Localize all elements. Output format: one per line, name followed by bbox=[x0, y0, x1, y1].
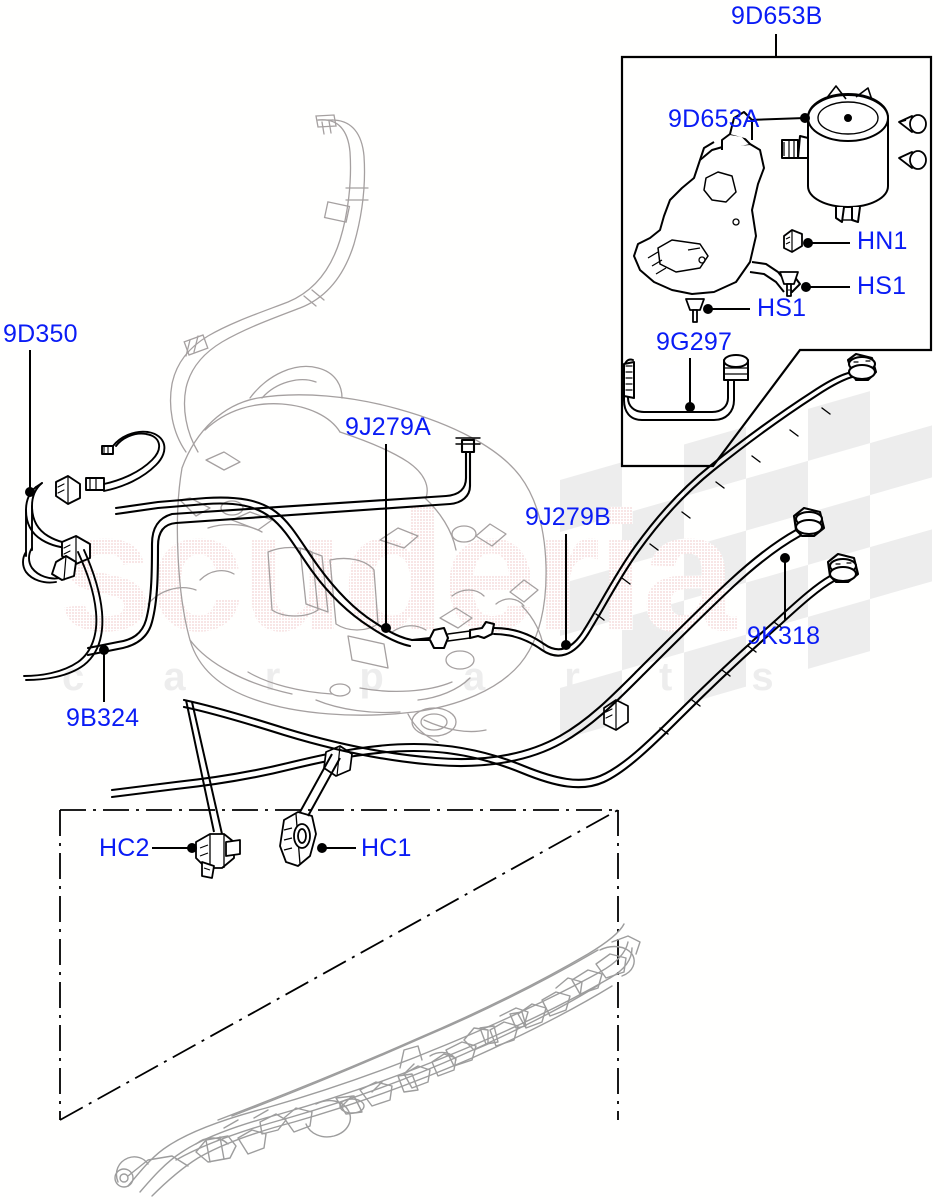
nut-HN1 bbox=[783, 229, 803, 253]
callout-9D653A: 9D653A bbox=[668, 105, 760, 133]
tube-9B324 bbox=[86, 437, 481, 657]
filter-bolts bbox=[898, 114, 927, 170]
watermark-carparts: c a r p a r t s bbox=[62, 655, 808, 699]
callout-9D653B: 9D653B bbox=[731, 2, 823, 30]
callout-HS1-right: HS1 bbox=[857, 272, 907, 300]
callout-HC2: HC2 bbox=[99, 834, 150, 862]
leader-9D350 bbox=[25, 350, 35, 497]
callout-9D350: 9D350 bbox=[3, 320, 78, 348]
fuel-tank-ghost bbox=[147, 365, 547, 743]
section-boundary bbox=[59, 809, 619, 1121]
watermark-scuderia: scuderia bbox=[58, 477, 738, 667]
fuel-filter-9D653A bbox=[781, 85, 889, 223]
callout-9J279B: 9J279B bbox=[525, 503, 611, 531]
tube-9J279 bbox=[114, 352, 878, 657]
callout-9J279A: 9J279A bbox=[345, 413, 431, 441]
leader-HC1 bbox=[317, 843, 356, 853]
callout-HS1-left: HS1 bbox=[757, 294, 807, 322]
clip-HC1 bbox=[279, 811, 317, 867]
callout-9G297: 9G297 bbox=[656, 328, 733, 356]
leader-9B324 bbox=[99, 645, 109, 702]
filter-bracket bbox=[633, 111, 801, 295]
callout-HN1: HN1 bbox=[857, 227, 908, 255]
leader-HC2 bbox=[152, 843, 197, 853]
clip-HC2 bbox=[195, 833, 241, 879]
tube-9J279B-run bbox=[182, 506, 826, 768]
vapour-separator-9D350 bbox=[22, 430, 166, 681]
callout-9K318: 9K318 bbox=[747, 622, 821, 650]
leader-HN1 bbox=[803, 238, 850, 248]
leader-HS1-right bbox=[801, 282, 850, 292]
callout-HC1: HC1 bbox=[361, 834, 412, 862]
screw-HS1-left bbox=[685, 298, 705, 323]
leader-9G297 bbox=[685, 358, 695, 412]
clip-pointer-lines bbox=[185, 699, 341, 835]
leader-9J279B bbox=[561, 534, 571, 650]
chassis-rail-ghost bbox=[114, 923, 641, 1197]
leader-9D653A bbox=[747, 113, 810, 123]
leader-9K318 bbox=[780, 553, 790, 620]
tube-9K318 bbox=[110, 552, 860, 799]
inset-box-9D653B bbox=[620, 34, 933, 468]
leader-HS1-left bbox=[703, 304, 750, 314]
leader-9J279A bbox=[381, 444, 391, 633]
filler-neck-hose-ghost bbox=[169, 114, 369, 453]
callout-9B324: 9B324 bbox=[66, 704, 140, 732]
screw-HS1-right bbox=[779, 271, 799, 297]
hose-9G297 bbox=[623, 354, 749, 421]
